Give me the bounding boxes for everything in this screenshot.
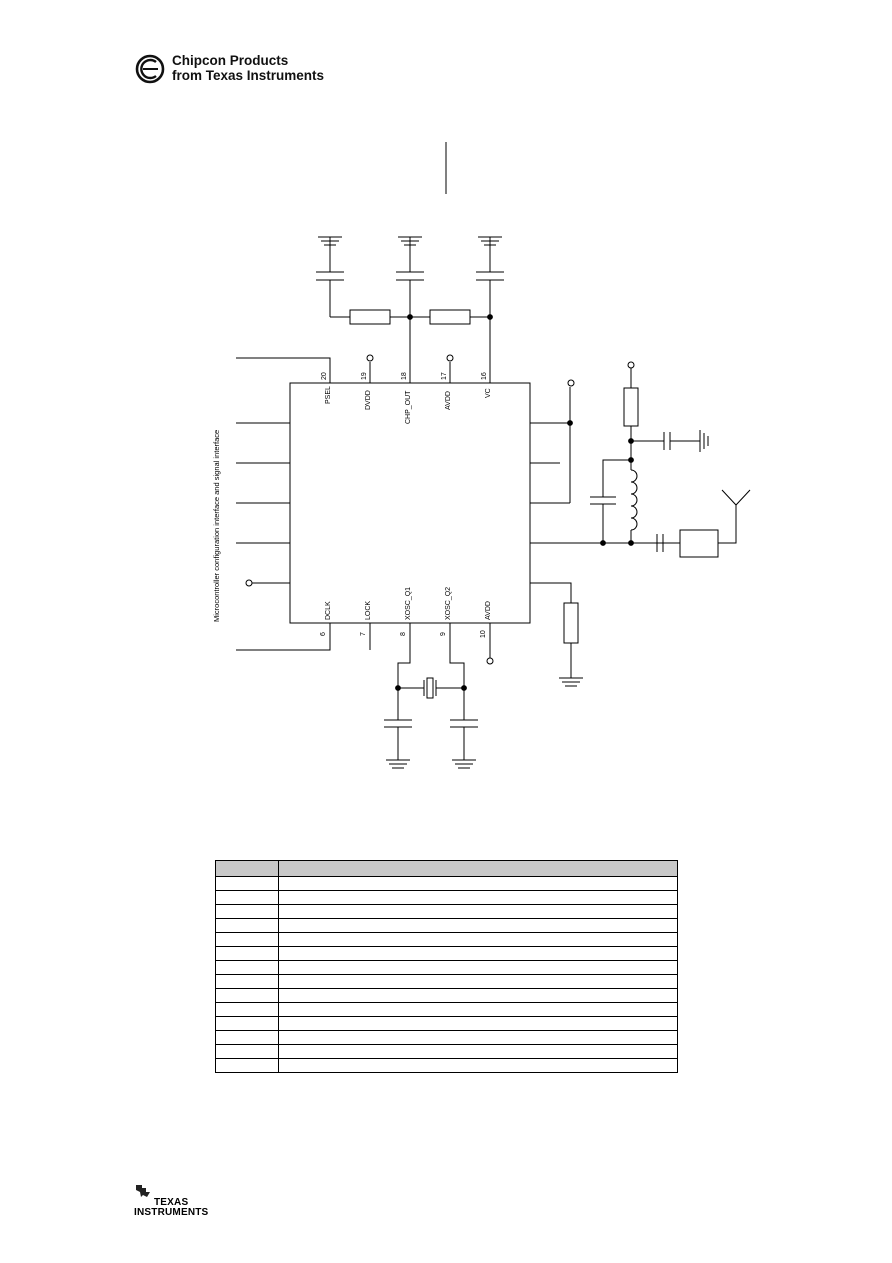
pin-7-num: 7 bbox=[360, 632, 367, 636]
table-cell-ref bbox=[215, 918, 279, 933]
table-cell-desc bbox=[278, 1016, 678, 1031]
table-cell-desc bbox=[278, 890, 678, 905]
table-cell-ref bbox=[215, 1044, 279, 1059]
table-cell-desc bbox=[278, 876, 678, 891]
table-header-row bbox=[215, 860, 678, 877]
pin-17-num: 17 bbox=[441, 372, 448, 380]
pin-18-name: CHP_OUT bbox=[405, 390, 412, 424]
pin-7-name: LOCK bbox=[365, 601, 372, 620]
table-row bbox=[215, 946, 678, 961]
pin-20-num: 20 bbox=[321, 372, 328, 380]
pin-19-num: 19 bbox=[361, 372, 368, 380]
table-cell-ref bbox=[215, 904, 279, 919]
table-row bbox=[215, 876, 678, 891]
table-row bbox=[215, 974, 678, 989]
interface-side-label: Microcontroller configuration interface … bbox=[212, 430, 221, 622]
table-row bbox=[215, 1002, 678, 1017]
ti-line-1: TEXAS bbox=[154, 1196, 189, 1208]
ti-wordmark: TEXAS INSTRUMENTS bbox=[134, 1187, 208, 1219]
crystal bbox=[426, 677, 434, 699]
table-row bbox=[215, 1030, 678, 1045]
pin-18-num: 18 bbox=[401, 372, 408, 380]
table-cell-ref bbox=[215, 860, 279, 877]
pin-6-name: DCLK bbox=[325, 601, 332, 620]
table-row bbox=[215, 960, 678, 975]
rf-filter bbox=[679, 529, 719, 558]
table-row bbox=[215, 932, 678, 947]
brand-line-2: from Texas Instruments bbox=[172, 67, 325, 83]
pin-16-name: VC bbox=[485, 388, 492, 398]
pin-6-num: 6 bbox=[320, 632, 327, 636]
table-cell-desc bbox=[278, 904, 678, 919]
table-row bbox=[215, 918, 678, 933]
brand-line-1: Chipcon Products bbox=[172, 53, 289, 68]
table-cell-desc bbox=[278, 860, 678, 877]
pin-20-name: PSEL bbox=[325, 386, 332, 404]
pin-17-name: AVDD bbox=[445, 391, 452, 410]
ti-map-icon bbox=[136, 1185, 150, 1197]
table-cell-ref bbox=[215, 1030, 279, 1045]
top-pin-labels: 20 PSEL 19 DVDD 18 CHP_OUT 17 AVDD 16 VC bbox=[321, 372, 492, 424]
table-cell-desc bbox=[278, 988, 678, 1003]
loop-filter-resistor-2 bbox=[429, 309, 471, 325]
table-cell-ref bbox=[215, 890, 279, 905]
table-cell-desc bbox=[278, 1058, 678, 1073]
table-row bbox=[215, 1058, 678, 1073]
application-circuit-schematic: 20 PSEL 19 DVDD 18 CHP_OUT 17 AVDD 16 VC… bbox=[212, 142, 751, 769]
chipcon-logo bbox=[135, 54, 165, 84]
table-cell-ref bbox=[215, 1058, 279, 1073]
table-row bbox=[215, 890, 678, 905]
ti-line-2: INSTRUMENTS bbox=[134, 1207, 209, 1218]
table-cell-ref bbox=[215, 946, 279, 961]
pin-19-name: DVDD bbox=[365, 390, 372, 410]
table-cell-ref bbox=[215, 1016, 279, 1031]
pin-9-name: XOSC_Q2 bbox=[445, 587, 452, 620]
rf-inductor bbox=[630, 469, 638, 531]
table-cell-desc bbox=[278, 1030, 678, 1045]
table-row bbox=[215, 904, 678, 919]
rset-resistor bbox=[563, 602, 579, 644]
table-cell-desc bbox=[278, 1002, 678, 1017]
pin-8-num: 8 bbox=[400, 632, 407, 636]
table-cell-ref bbox=[215, 876, 279, 891]
table-cell-ref bbox=[215, 988, 279, 1003]
component-table-body bbox=[215, 860, 678, 1073]
table-cell-desc bbox=[278, 1044, 678, 1059]
table-cell-desc bbox=[278, 918, 678, 933]
table-row bbox=[215, 1016, 678, 1031]
table-row bbox=[215, 988, 678, 1003]
pin-9-num: 9 bbox=[440, 632, 447, 636]
bias-resistor bbox=[623, 387, 639, 427]
table-cell-ref bbox=[215, 1002, 279, 1017]
table-cell-desc bbox=[278, 946, 678, 961]
table-cell-ref bbox=[215, 960, 279, 975]
top-decoupling-mid bbox=[396, 236, 424, 383]
bottom-pin-labels: DCLK 6 LOCK 7 XOSC_Q1 8 XOSC_Q2 9 AVDD 1… bbox=[320, 587, 492, 638]
pin-10-name: AVDD bbox=[485, 601, 492, 620]
table-cell-desc bbox=[278, 960, 678, 975]
top-decoupling-right bbox=[476, 236, 504, 383]
pin-10-num: 10 bbox=[480, 630, 487, 638]
pin-8-name: XOSC_Q1 bbox=[405, 587, 412, 620]
component-table bbox=[215, 860, 678, 1073]
table-cell-desc bbox=[278, 974, 678, 989]
table-cell-ref bbox=[215, 932, 279, 947]
loop-filter-resistor-1 bbox=[349, 309, 391, 325]
table-cell-desc bbox=[278, 932, 678, 947]
pin-16-num: 16 bbox=[481, 372, 488, 380]
top-decoupling-left bbox=[316, 236, 344, 317]
table-row bbox=[215, 1044, 678, 1059]
brand-text: Chipcon Products from Texas Instruments bbox=[172, 53, 325, 83]
table-cell-ref bbox=[215, 974, 279, 989]
